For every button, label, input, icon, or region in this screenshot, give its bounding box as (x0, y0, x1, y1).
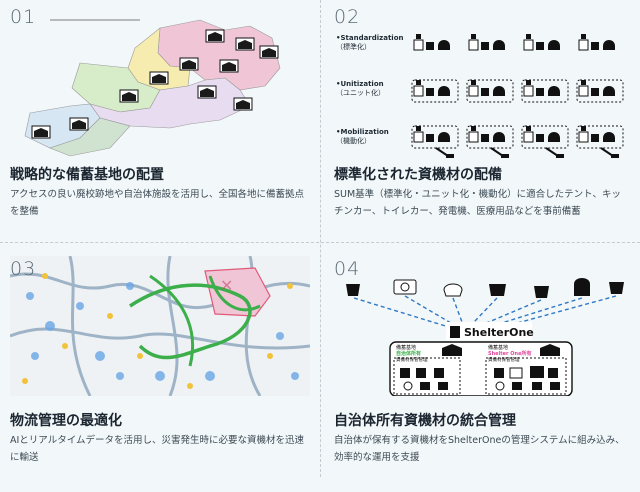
sum-standard-diagram (411, 34, 624, 158)
equipment-set-icon (411, 125, 459, 158)
svg-text:自治体所有: 自治体所有 (396, 350, 421, 357)
card-description: SUM基準（標準化・ユニット化・機動化）に適合したテント、キッチンカー、トイレカ… (334, 189, 621, 217)
card-logistics: ✕ 03 物流管理の最適化 AIとリアルタイムデータを活用し、災害発生時に必要な… (6, 256, 316, 492)
equipment-set-icon (466, 125, 514, 158)
card-strategic-bases: 01 戦略的な備蓄基地の配置 アクセスの良い廃校跡地や自治体施設を活用し、全国各… (6, 4, 316, 240)
base-warehouse-icons (31, 29, 279, 139)
card-title: 自治体所有資機材の統合管理 (334, 413, 516, 429)
svg-text:Shelter One所有: Shelter One所有 (488, 350, 531, 357)
row-label-unitization: •Unitization（ユニット化） (336, 80, 385, 97)
card-description: 自治体が保有する資機材をShelterOneの管理システムに組み込み、効率的な運… (334, 435, 625, 463)
japan-base-map (24, 19, 281, 157)
card-title: 戦略的な備蓄基地の配置 (10, 167, 164, 183)
equipment-set-icon (468, 34, 505, 51)
svg-text:備蓄基地: 備蓄基地 (488, 344, 508, 351)
svg-text:✕: ✕ (220, 276, 233, 295)
card-number: 02 (334, 6, 361, 28)
equipment-set-icon (411, 79, 459, 103)
equipment-set-icon (466, 79, 514, 103)
features-grid: 01 戦略的な備蓄基地の配置 アクセスの良い廃校跡地や自治体施設を活用し、全国各… (0, 0, 640, 477)
vertical-divider (320, 0, 321, 477)
card-integrated-management: 04 (330, 256, 640, 492)
card-standardized-equipment: 02 •Standardization（標準化） •Unitization（ユニ… (330, 4, 640, 240)
equipment-set-icon (576, 125, 624, 158)
equipment-set-icon (578, 34, 615, 51)
row-label-mobilization: •Mobilization（機動化） (336, 128, 389, 145)
horizontal-divider (0, 242, 640, 243)
logistics-route-map: ✕ (10, 256, 310, 396)
card-number: 03 (10, 258, 37, 280)
svg-text:資機材保管管理: 資機材保管管理 (396, 356, 428, 363)
equipment-set-icon (521, 125, 569, 158)
card-title: 物流管理の最適化 (10, 413, 122, 429)
equipment-set-icon (521, 79, 569, 103)
card-title: 標準化された資機材の配備 (334, 167, 502, 183)
equipment-set-icon (576, 79, 624, 103)
card-description: アクセスの良い廃校跡地や自治体施設を活用し、全国各地に備蓄拠点を整備 (10, 189, 305, 217)
card-description: AIとリアルタイムデータを活用し、災害発生時に必要な資機材を迅速に輸送 (10, 435, 305, 463)
integration-diagram: ShelterOne 備蓄基地 自治体所有 資機材保管管理 備蓄基地 Shelt… (346, 278, 624, 396)
card-number: 04 (334, 258, 361, 280)
svg-text:資機材保管管理: 資機材保管管理 (488, 356, 520, 363)
equipment-set-icon (523, 34, 560, 51)
shelterone-logo: ShelterOne (464, 326, 534, 339)
svg-text:備蓄基地: 備蓄基地 (396, 344, 416, 351)
card-number: 01 (10, 6, 37, 28)
equipment-set-icon (413, 34, 450, 51)
row-label-standardization: •Standardization（標準化） (336, 34, 404, 51)
